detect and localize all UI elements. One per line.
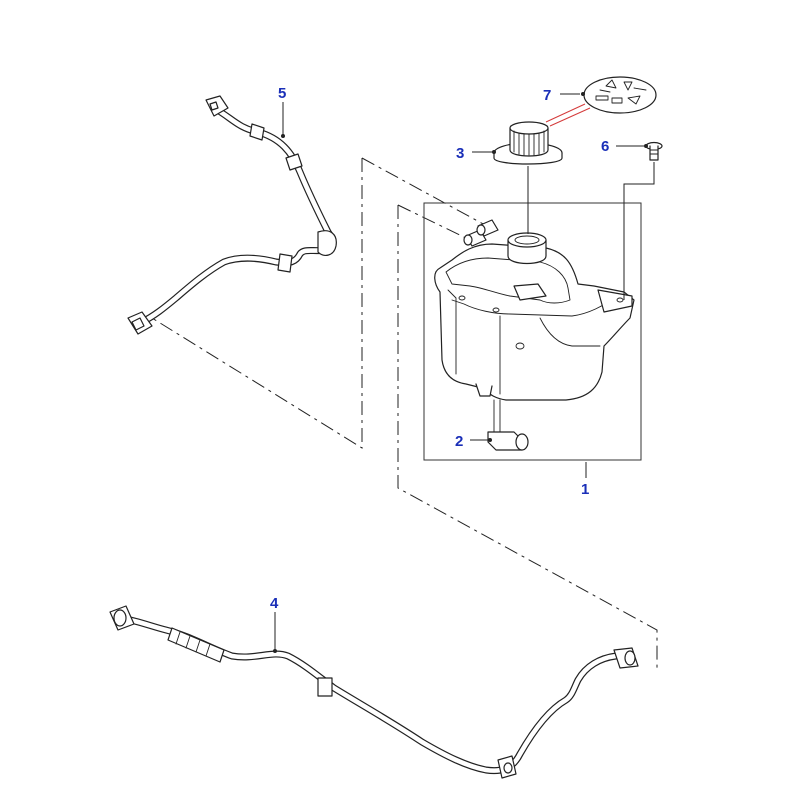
filler-cap (493, 121, 563, 165)
leader-lines (273, 92, 655, 653)
assembly-frame (423, 202, 642, 461)
level-sensor (487, 399, 529, 451)
callout-6: 6 (601, 138, 609, 155)
callout-1: 1 (581, 481, 589, 498)
coolant-hose-lower (109, 605, 639, 779)
assembly-guide-lines (151, 157, 658, 668)
callout-labels: 5 7 3 6 2 1 4 (270, 85, 609, 612)
warning-label (583, 76, 657, 114)
callout-2: 2 (455, 433, 463, 450)
callout-7: 7 (543, 87, 551, 104)
coolant-hose-upper (127, 95, 337, 335)
bolt (645, 141, 663, 161)
expansion-tank (434, 219, 635, 401)
callout-4: 4 (270, 595, 279, 612)
callout-5: 5 (278, 85, 286, 102)
callout-3: 3 (456, 145, 464, 162)
